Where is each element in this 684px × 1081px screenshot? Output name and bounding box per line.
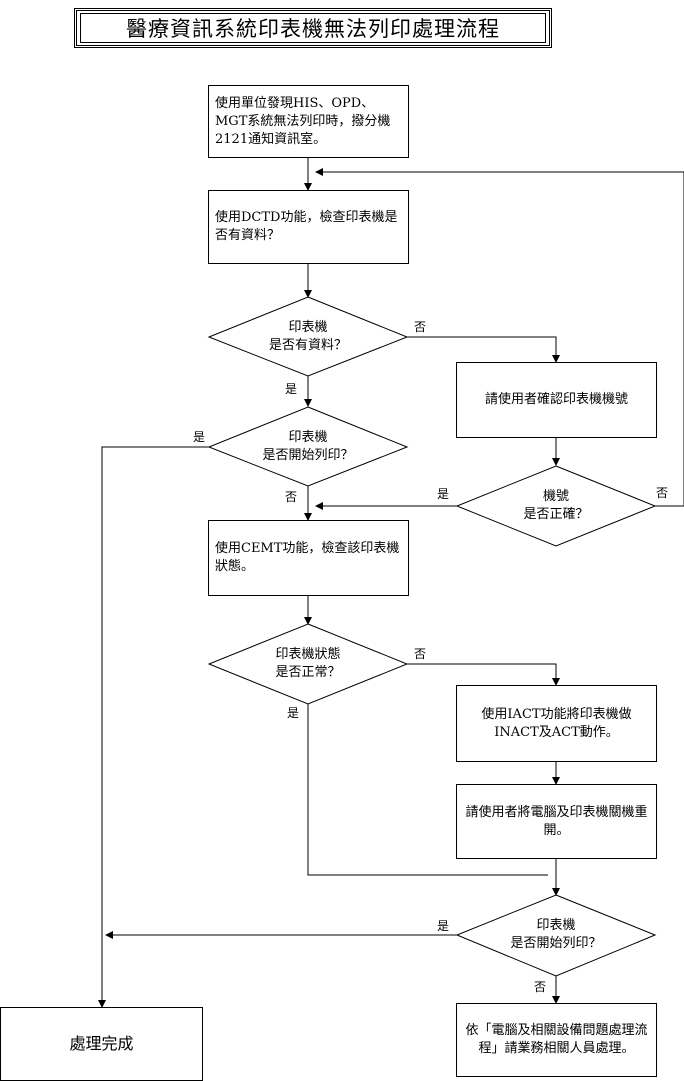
step-iact-box: 使用IACT功能將印表機做INACT及ACT動作。	[456, 685, 657, 762]
step-cemt-box: 使用CEMT功能，檢查該印表機狀態。	[208, 520, 409, 596]
step-done-text: 處理完成	[69, 1034, 134, 1053]
step-done-box: 處理完成	[0, 1007, 203, 1081]
label-d4-no: 否	[414, 647, 427, 661]
label-d1-no: 否	[414, 320, 427, 334]
decision-d3-text: 機號 是否正確？	[523, 489, 589, 522]
step-dctd-text: 使用DCTD功能，檢查印表機是否有資料？	[215, 210, 398, 243]
decision-d1-text: 印表機 是否有資料？	[268, 320, 347, 353]
step-report-box: 使用單位發現HIS、OPD、MGT系統無法列印時，撥分機2121通知資訊室。	[208, 85, 409, 158]
label-d3-yes: 是	[437, 487, 450, 501]
step-escalate-text: 依「電腦及相關設備問題處理流程」請業務相關人員處理。	[465, 1023, 648, 1056]
page-title: 醫療資訊系統印表機無法列印處理流程	[80, 13, 546, 43]
decision-d5-shape	[455, 894, 657, 977]
step-escalate-box: 依「電腦及相關設備問題處理流程」請業務相關人員處理。	[456, 1003, 657, 1077]
label-d5-no: 否	[534, 980, 547, 994]
step-report-text: 使用單位發現HIS、OPD、MGT系統無法列印時，撥分機2121通知資訊室。	[215, 95, 391, 147]
arrow-d4-yes-d5	[307, 704, 548, 876]
decision-d1-shape	[207, 296, 409, 377]
decision-d4-text: 印表機狀態 是否正常？	[275, 647, 341, 680]
label-d5-yes: 是	[437, 919, 450, 933]
step-restart-box: 請使用者將電腦及印表機關機重開。	[456, 784, 657, 859]
step-cemt-text: 使用CEMT功能，檢查該印表機狀態。	[215, 541, 400, 574]
decision-d5-text: 印表機 是否開始列印？	[510, 918, 602, 951]
arrow-d3-no-loop	[315, 168, 684, 507]
step-iact-text: 使用IACT功能將印表機做INACT及ACT動作。	[481, 706, 632, 740]
decision-d2-shape	[207, 406, 409, 487]
decision-d2-text: 印表機 是否開始列印？	[262, 430, 354, 463]
step-confirm-printer-text: 請使用者確認印表機機號	[484, 392, 628, 407]
title-frame-outer	[74, 8, 552, 48]
label-d2-yes: 是	[193, 430, 206, 444]
arrow-d4-no-b5	[407, 663, 560, 686]
label-d1-yes: 是	[285, 382, 298, 396]
step-confirm-printer-box: 請使用者確認印表機機號	[456, 362, 657, 438]
label-d2-no: 否	[285, 490, 298, 504]
step-restart-text: 請使用者將電腦及印表機關機重開。	[465, 804, 648, 838]
decision-d3-shape	[455, 465, 657, 547]
label-d4-yes: 是	[287, 706, 300, 720]
decision-d4-shape	[207, 623, 409, 705]
arrow-d2-yes-final	[98, 446, 209, 1008]
arrow-d1-no-b3	[407, 336, 560, 363]
step-dctd-box: 使用DCTD功能，檢查印表機是否有資料？	[208, 190, 409, 264]
label-d3-no: 否	[656, 486, 669, 500]
